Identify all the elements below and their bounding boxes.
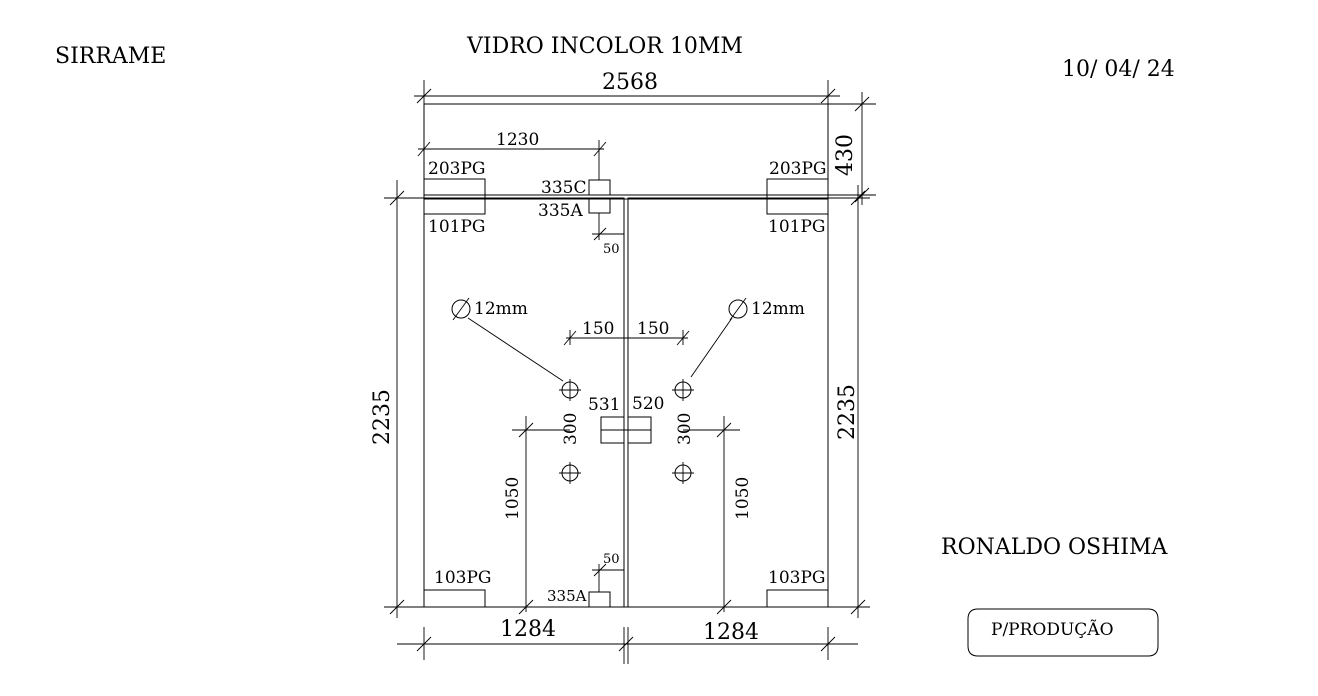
dimension-label-top-height: 430	[833, 134, 858, 176]
label-gap-50-top: 50	[603, 242, 620, 257]
door-leaf-left	[423, 197, 625, 608]
label-203pg-right: 203PG	[769, 159, 826, 179]
label-101pg-right: 101PG	[768, 217, 825, 237]
hardware-top-center: 335C 335A 50	[538, 178, 624, 257]
label-335c: 335C	[541, 178, 586, 198]
diameter-symbol-left	[451, 299, 471, 319]
dimension-top-height: 430	[828, 92, 876, 205]
client-name: RONALDO OSHIMA	[941, 535, 1169, 560]
status-badge: P/PRODUÇÃO	[967, 608, 1159, 657]
label-hole-spacing-left: 300	[561, 413, 581, 445]
label-hole-diameter-left: 12mm	[474, 299, 528, 319]
label-handle-height-right: 1050	[733, 477, 753, 520]
dimension-label-1230: 1230	[496, 130, 539, 150]
label-offset-150-left: 150	[582, 319, 614, 339]
dimension-total-width: 2568	[414, 70, 840, 104]
hardware-bottom-right: 103PG	[766, 568, 829, 608]
label-hole-spacing-right: 300	[675, 413, 695, 445]
dimension-label-bottom-left: 1284	[500, 617, 556, 642]
drawing-title: VIDRO INCOLOR 10MM	[466, 34, 743, 59]
dimension-right-height: 2235	[828, 185, 870, 618]
label-offset-150-right: 150	[637, 319, 669, 339]
label-handle-height-left: 1050	[503, 477, 523, 520]
hardware-bottom-left: 103PG	[423, 568, 491, 608]
label-gap-50-bottom: 50	[603, 552, 620, 567]
dimension-label-left-height: 2235	[370, 389, 395, 445]
dimension-bottom-widths: 1284 1284	[397, 617, 858, 664]
label-hole-diameter-right: 12mm	[751, 299, 805, 319]
hardware-top-right: 203PG 101PG	[766, 159, 829, 237]
label-103pg-right: 103PG	[768, 568, 825, 588]
dimension-label-bottom-right: 1284	[703, 620, 759, 645]
diameter-symbol-right	[728, 299, 748, 319]
hardware-lock: 531 520	[588, 394, 664, 444]
handle-holes-left: 12mm 300	[451, 297, 581, 484]
dimension-handle-height-right: 1050	[683, 416, 753, 615]
dimension-150-offsets: 150 150	[563, 319, 690, 346]
hardware-top-left: 203PG 101PG	[423, 159, 486, 237]
status-badge-label: P/PRODUÇÃO	[991, 619, 1114, 640]
dimension-handle-height-left: 1050	[503, 416, 570, 615]
door-leaf-right	[627, 197, 829, 608]
dimension-label-right-height: 2235	[835, 384, 860, 440]
dimension-left-height: 2235	[370, 180, 424, 618]
dimension-label-total-width: 2568	[602, 70, 658, 95]
label-203pg-left: 203PG	[428, 159, 485, 179]
handle-holes-right: 12mm 300	[672, 297, 805, 484]
dimension-offset-1230: 1230	[417, 130, 607, 195]
drawing-date: 10/ 04/ 24	[1062, 57, 1175, 82]
company-name: SIRRAME	[55, 44, 166, 69]
label-335a-top: 335A	[538, 201, 583, 221]
label-lock-520: 520	[632, 394, 664, 414]
label-103pg-left: 103PG	[434, 568, 491, 588]
label-lock-531: 531	[588, 395, 620, 415]
hardware-bottom-center: 50 335A	[547, 552, 624, 608]
label-335a-bottom: 335A	[547, 587, 587, 605]
label-101pg-left: 101PG	[428, 217, 485, 237]
